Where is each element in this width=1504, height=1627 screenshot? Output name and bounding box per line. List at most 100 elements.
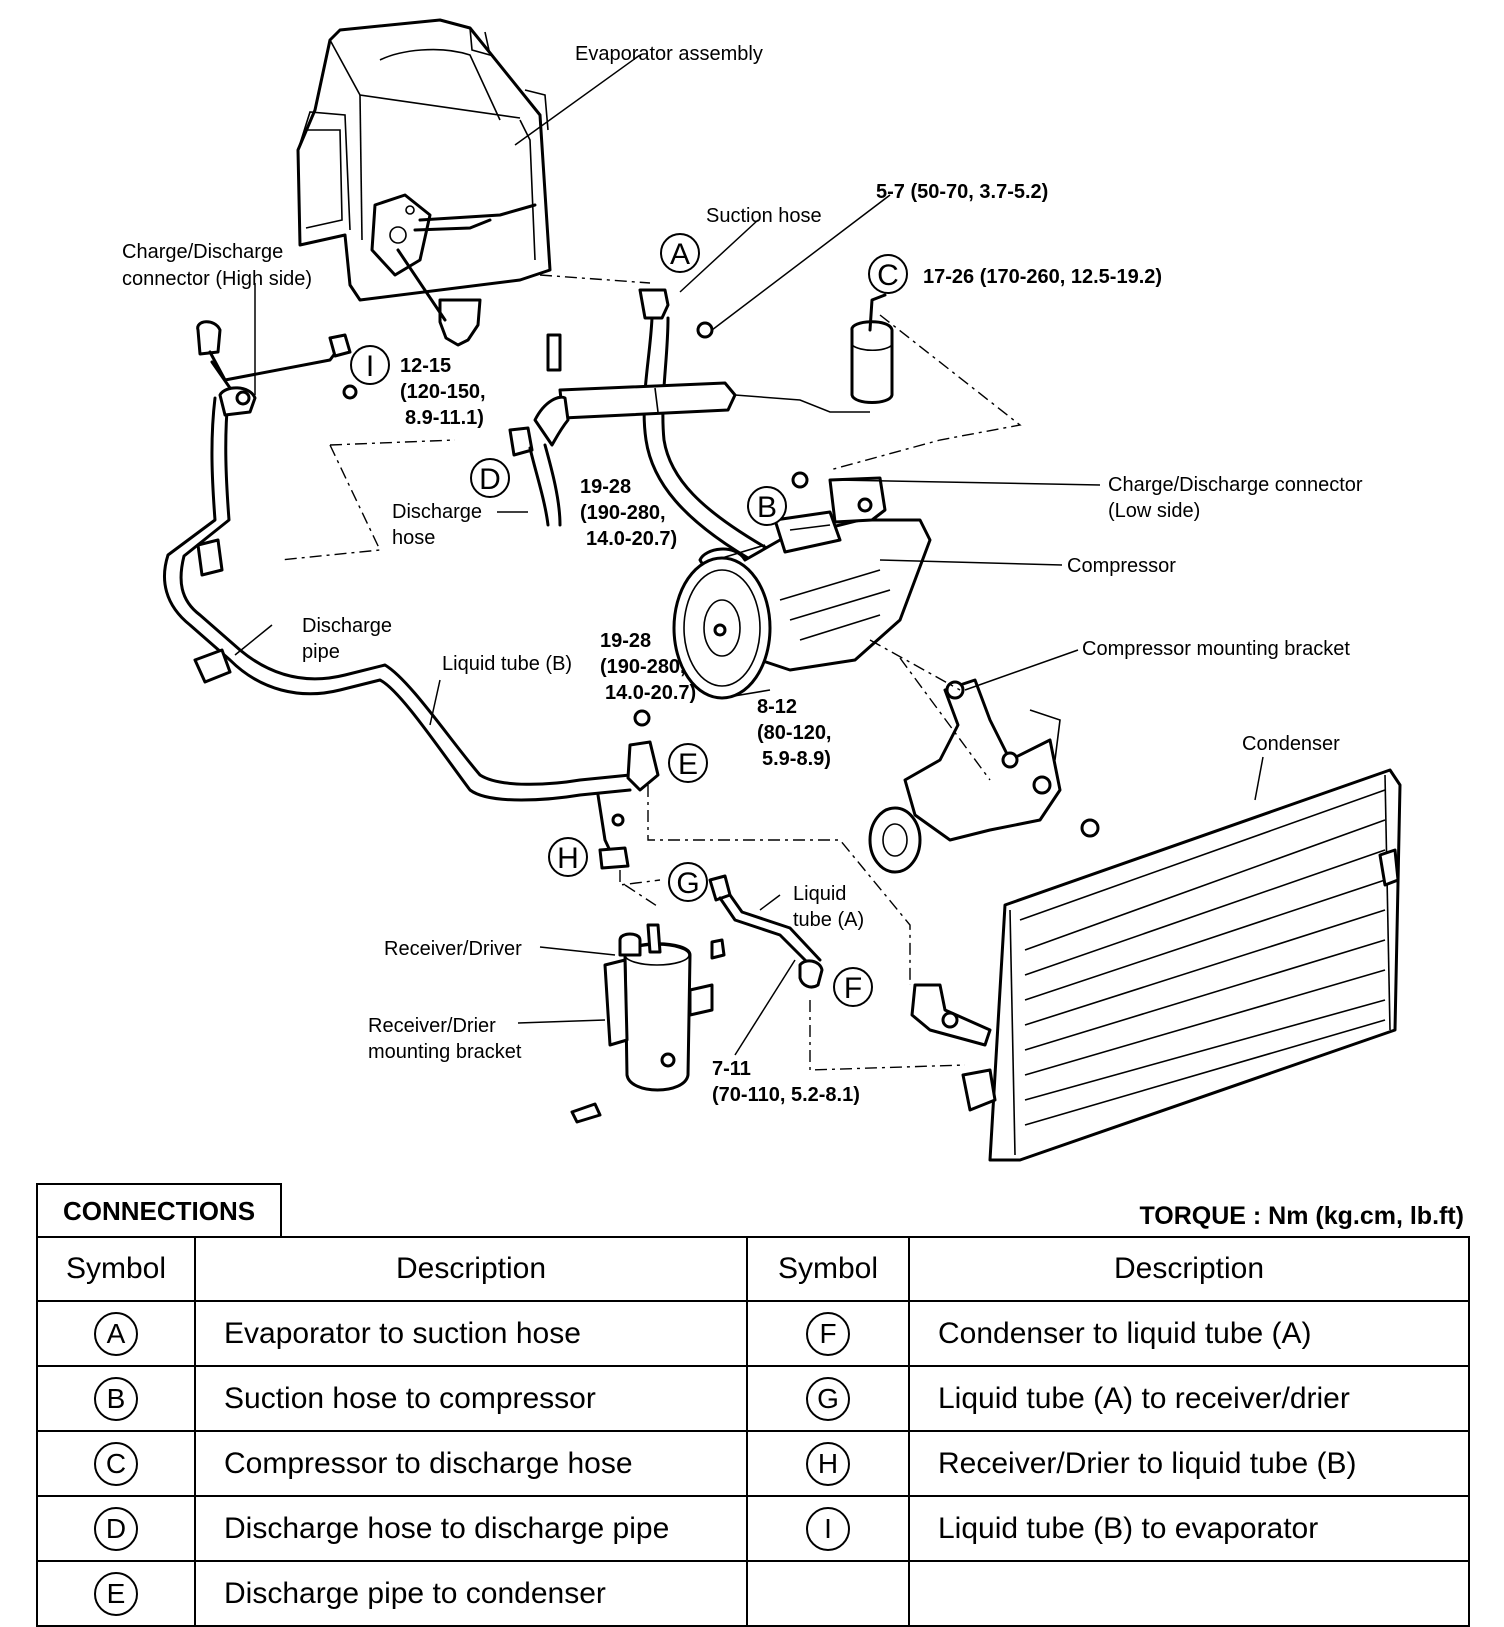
condenser: [910, 768, 1402, 1162]
marker-g: G: [668, 862, 708, 902]
description-cell: Suction hose to compressor: [194, 1365, 748, 1432]
table-row: C Compressor to discharge hose H Receive…: [36, 1430, 1470, 1497]
svg-text:C: C: [877, 259, 899, 292]
discharge-pipe: [163, 320, 632, 802]
symbol-circle: A: [94, 1311, 138, 1356]
torque-7-11-line2: (70-110, 5.2-8.1): [712, 1084, 860, 1106]
table-row: E Discharge pipe to condenser: [36, 1560, 1470, 1627]
liquid-tube-a: [708, 874, 824, 989]
torque-12-15-line2: (120-150,: [400, 381, 486, 403]
leader-lines: [234, 54, 1264, 1056]
svg-text:F: F: [844, 972, 862, 1005]
torque-8-12-line3: 5.9-8.9): [762, 748, 831, 770]
svg-text:A: A: [670, 238, 690, 271]
torque-19-28-d-line3: 14.0-20.7): [586, 528, 677, 550]
label-receiver: Receiver/Driver: [384, 938, 522, 960]
label-liquid-tube-a-2: tube (A): [793, 909, 864, 931]
header-description-left: Description: [194, 1236, 748, 1302]
discharge-hose: [508, 333, 870, 527]
compressor-mounting-bracket: [868, 678, 1100, 874]
label-liquid-tube-b: Liquid tube (B): [442, 653, 572, 675]
suction-hose: [638, 288, 772, 567]
table-row: D Discharge hose to discharge pipe I Liq…: [36, 1495, 1470, 1562]
symbol-circle: I: [806, 1506, 850, 1551]
table-row: A Evaporator to suction hose F Condenser…: [36, 1300, 1470, 1367]
label-liquid-tube-a-1: Liquid: [793, 883, 846, 905]
label-discharge-hose-2: hose: [392, 527, 435, 549]
connections-table: Symbol Description Symbol Description A …: [36, 1236, 1470, 1627]
torque-12-15-line3: 8.9-11.1): [405, 407, 484, 429]
label-suction-hose: Suction hose: [706, 205, 822, 227]
torque-19-28-e-line1: 19-28: [600, 630, 651, 652]
symbol-circle: H: [806, 1441, 850, 1486]
connections-title: CONNECTIONS: [36, 1183, 282, 1237]
svg-text:I: I: [366, 350, 374, 383]
label-evaporator-assembly: Evaporator assembly: [575, 43, 763, 65]
description-cell: Evaporator to suction hose: [194, 1300, 748, 1367]
label-charge-low-2: (Low side): [1108, 500, 1200, 522]
description-cell: Liquid tube (A) to receiver/drier: [908, 1365, 1470, 1432]
torque-labels: 5-7 (50-70, 3.7-5.2) 17-26 (170-260, 12.…: [400, 181, 1162, 1106]
symbol-markers: A B C D E F G H: [350, 233, 908, 1007]
torque-19-28-e-line2: (190-280,: [600, 656, 686, 678]
symbol-circle: E: [94, 1571, 138, 1616]
label-condenser: Condenser: [1242, 733, 1340, 755]
label-charge-high-2: connector (High side): [122, 268, 312, 290]
description-cell: Discharge hose to discharge pipe: [194, 1495, 748, 1562]
description-cell: Liquid tube (B) to evaporator: [908, 1495, 1470, 1562]
svg-text:D: D: [479, 463, 501, 496]
svg-text:B: B: [757, 491, 777, 524]
marker-i: I: [350, 345, 390, 385]
description-cell: Compressor to discharge hose: [194, 1430, 748, 1497]
marker-f: F: [833, 967, 873, 1007]
discharge-muffler: [850, 293, 894, 404]
liquid-tube-b-fitting: [596, 709, 660, 870]
receiver-drier: [570, 923, 726, 1124]
header-symbol-left: Symbol: [36, 1236, 196, 1302]
torque-8-12-line1: 8-12: [757, 696, 797, 718]
label-charge-high-1: Charge/Discharge: [122, 241, 283, 263]
torque-19-28-d-line2: (190-280,: [580, 502, 666, 524]
marker-b: B: [747, 486, 787, 526]
torque-5-7: 5-7 (50-70, 3.7-5.2): [876, 181, 1048, 203]
label-discharge-hose-1: Discharge: [392, 501, 482, 523]
table-row: B Suction hose to compressor G Liquid tu…: [36, 1365, 1470, 1432]
marker-a: A: [660, 233, 700, 273]
svg-text:G: G: [676, 867, 699, 900]
torque-19-28-d-line1: 19-28: [580, 476, 631, 498]
header-description-right: Description: [908, 1236, 1470, 1302]
evaporator-assembly: [296, 18, 552, 347]
symbol-circle: G: [806, 1376, 850, 1421]
part-labels: Evaporator assembly Suction hose Charge/…: [122, 43, 1363, 1063]
label-receiver-bracket-2: mounting bracket: [368, 1041, 522, 1063]
marker-e: E: [668, 743, 708, 783]
svg-text:H: H: [557, 842, 579, 875]
symbol-circle: C: [94, 1441, 138, 1486]
symbol-circle: B: [94, 1376, 138, 1421]
compressor: [672, 471, 932, 700]
label-receiver-bracket-1: Receiver/Drier: [368, 1015, 496, 1037]
label-discharge-pipe-1: Discharge: [302, 615, 392, 637]
symbol-circle: D: [94, 1506, 138, 1551]
label-discharge-pipe-2: pipe: [302, 641, 340, 663]
description-cell: Receiver/Drier to liquid tube (B): [908, 1430, 1470, 1497]
connection-lines: [279, 274, 1022, 1071]
label-compressor: Compressor: [1067, 555, 1176, 577]
description-cell: Condenser to liquid tube (A): [908, 1300, 1470, 1367]
torque-12-15-line1: 12-15: [400, 355, 451, 377]
marker-d: D: [470, 458, 510, 498]
marker-h: H: [548, 837, 588, 877]
symbol-circle: F: [806, 1311, 850, 1356]
marker-c: C: [868, 254, 908, 294]
table-header-row: Symbol Description Symbol Description: [36, 1236, 1470, 1302]
torque-8-12-line2: (80-120,: [757, 722, 832, 744]
torque-19-28-e-line3: 14.0-20.7): [605, 682, 696, 704]
label-charge-low-1: Charge/Discharge connector: [1108, 474, 1363, 496]
ac-system-diagram: Evaporator assembly Suction hose Charge/…: [122, 18, 1402, 1162]
torque-7-11-line1: 7-11: [712, 1058, 751, 1080]
label-compressor-bracket: Compressor mounting bracket: [1082, 638, 1350, 660]
torque-17-26: 17-26 (170-260, 12.5-19.2): [923, 266, 1162, 288]
svg-text:E: E: [678, 748, 698, 781]
header-symbol-right: Symbol: [746, 1236, 910, 1302]
description-cell: [908, 1560, 1470, 1627]
